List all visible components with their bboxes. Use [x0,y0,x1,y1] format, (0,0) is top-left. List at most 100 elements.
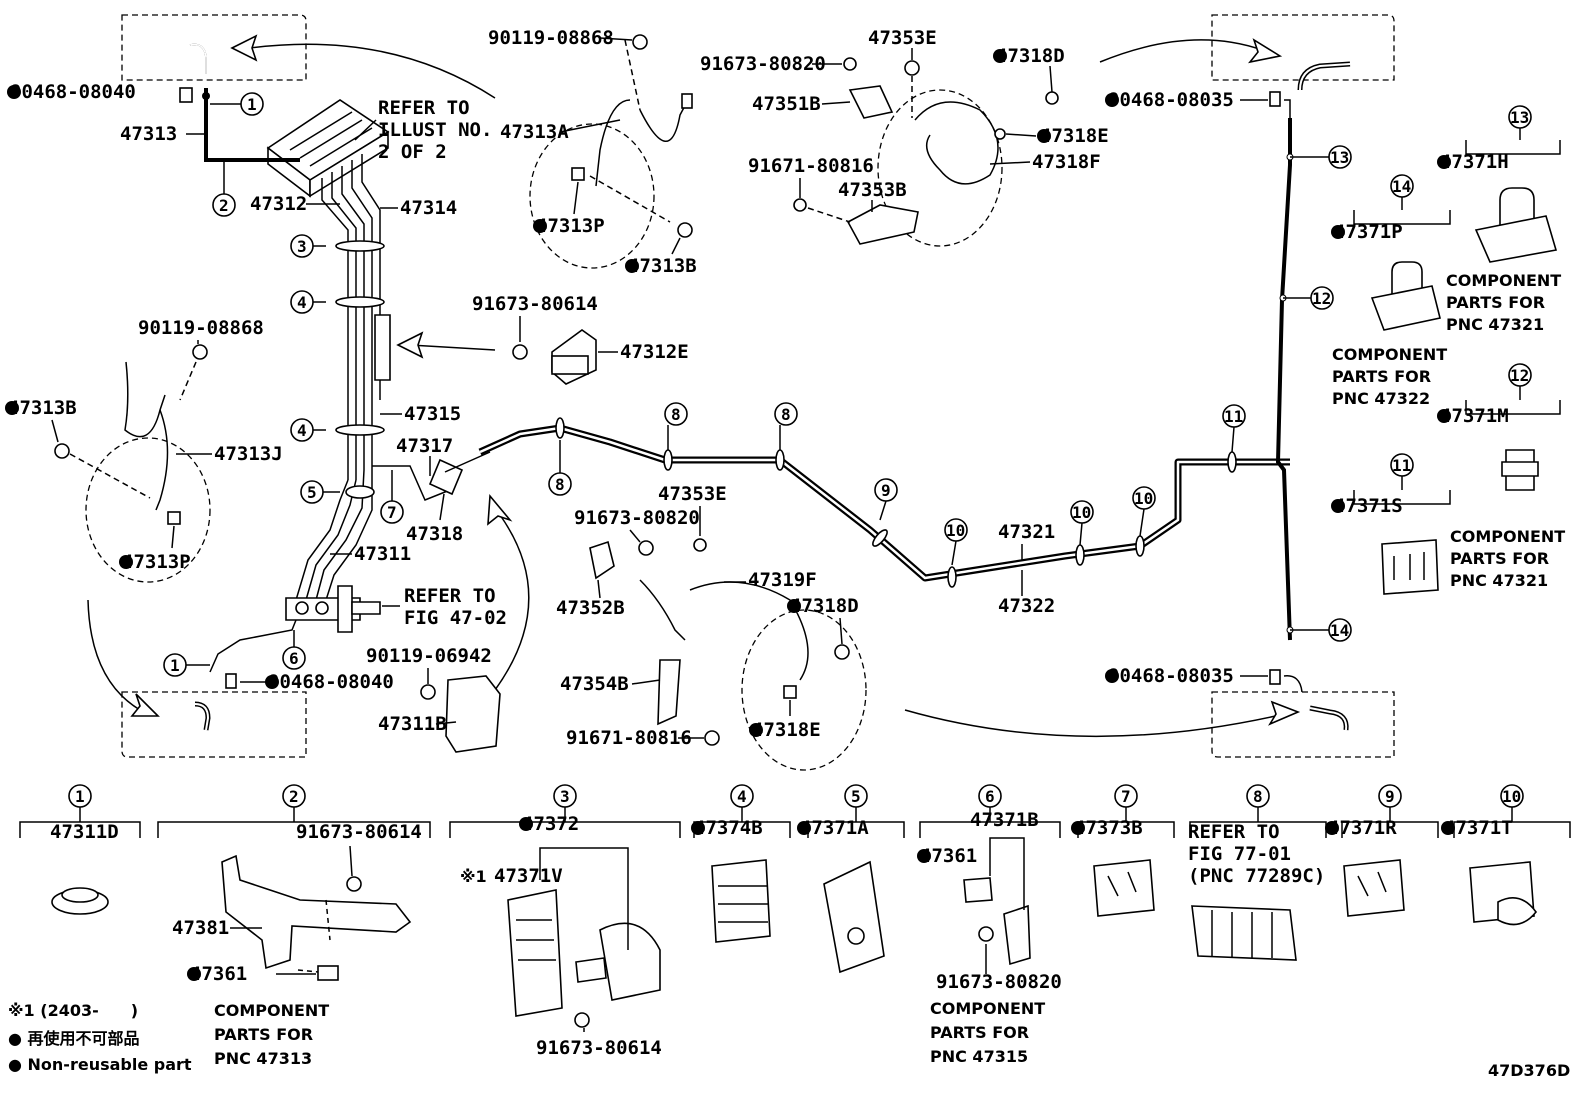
hose-group-front-left [54,344,211,583]
part-label: 47314 [400,197,457,219]
part-label: 47315 [404,403,461,425]
callout: 10 [1072,503,1091,522]
part-label: 91673-80614 [536,1037,662,1059]
callout: 2 [219,196,229,215]
part-label: 91673-80820 [700,53,826,75]
note: 2 OF 2 [378,141,447,163]
callout: 9 [881,481,891,500]
callout: 6 [289,649,299,668]
part-label: 47311 [354,543,411,565]
part-label: 90468-08035 [1108,89,1234,111]
part-label: 47313P [536,215,605,237]
callout: 11 [1224,407,1243,426]
callout: 6 [985,787,995,806]
part-label: 47371B [970,809,1039,831]
legend: ※1 (2403- ) ● 再使用不可部品 ● Non-reusable par… [8,1001,192,1074]
part-label: 47311B [378,713,447,735]
legend-date-note: ※1 (2403- ) [8,1001,138,1020]
callout: 4 [297,293,307,312]
callout: 12 [1312,289,1331,308]
part-label: 90119-06942 [366,645,492,667]
part-label: 47313A [500,121,569,143]
part-label: 47318D [996,45,1065,67]
callout: 2 [289,787,299,806]
note: (PNC 77289C) [1188,865,1325,887]
part-label: 47361 [920,845,977,867]
bracket-47311b [420,675,501,753]
callout: 5 [851,787,861,806]
callout: 8 [1253,787,1263,806]
note: REFER TO [404,585,496,607]
callout: 13 [1330,148,1349,167]
callout: 9 [1385,787,1395,806]
hose-group-front-right [529,34,693,269]
callout: 7 [1121,787,1131,806]
part-label: 47371P [1334,221,1403,243]
inset-top-right [1211,14,1395,91]
joint-47318 [372,451,491,501]
note: COMPONENT [1450,527,1565,546]
part-label: 91673-80614 [472,293,598,315]
inset-bottom-right [1211,691,1395,758]
callout: 8 [781,405,791,424]
legend-marker: ※1 [460,867,487,886]
callout: 3 [297,237,307,256]
diagram-id: 47D376D [1488,1061,1570,1080]
part-label: 90468-08040 [10,81,136,103]
bottom-parts-row: 1 2 3 4 5 6 7 8 9 10 [19,784,1571,1028]
note: PARTS FOR [1332,367,1431,386]
part-label: 47311D [50,821,119,843]
note: FIG 47-02 [404,607,507,629]
note: PNC 47322 [1332,389,1430,408]
callout: 10 [946,521,965,540]
part-label: 47312E [620,341,689,363]
legend-en: ● Non-reusable part [8,1055,192,1074]
note: PNC 47315 [930,1047,1028,1066]
inset-bottom-left [121,691,307,758]
part-label: 47353E [658,483,727,505]
callout: 12 [1510,366,1529,385]
note: PARTS FOR [1450,549,1549,568]
part-label: 47318F [1032,151,1101,173]
callout: 7 [387,503,397,522]
note: PARTS FOR [930,1023,1029,1042]
note: PNC 47321 [1446,315,1544,334]
part-label: 47313B [628,255,697,277]
callout: 10 [1134,489,1153,508]
callout: 13 [1510,108,1529,127]
callout: 1 [247,95,257,114]
part-label: 90468-08035 [1108,665,1234,687]
note: COMPONENT [214,1001,329,1020]
part-label: 90468-08040 [268,671,394,693]
part-label: 47371S [1334,495,1403,517]
callout: 4 [297,421,307,440]
hose-group-rear-right-top [793,57,1059,247]
part-label: 47352B [556,597,625,619]
flow-arrows [87,34,1301,738]
part-label: 47371V [494,865,563,887]
part-label: 47371M [1440,405,1509,427]
note: ILLUST NO. [378,119,492,141]
bracket-47312e [512,329,597,385]
callout: 11 [1392,456,1411,475]
part-label: 47381 [172,917,229,939]
part-label: 90119-08868 [488,27,614,49]
part-label: 47372 [522,813,579,835]
part-label: 90119-08868 [138,317,264,339]
part-label: 47353E [868,27,937,49]
part-label: 47371H [1440,151,1509,173]
hose-group-rear-right-bottom [589,538,867,771]
callout: 14 [1330,621,1349,640]
part-label: 47318D [790,595,859,617]
note: COMPONENT [1332,345,1447,364]
part-labels: 90468-08040 47313 47312 47314 REFER TO I… [8,27,1565,1068]
callout: 1 [170,656,180,675]
part-label: 47371T [1444,817,1513,839]
part-label: 47361 [190,963,247,985]
tube-bundle [209,99,391,673]
part-label: 47313B [8,397,77,419]
callout: 14 [1392,177,1411,196]
note: COMPONENT [930,999,1045,1018]
callout: 5 [307,483,317,502]
